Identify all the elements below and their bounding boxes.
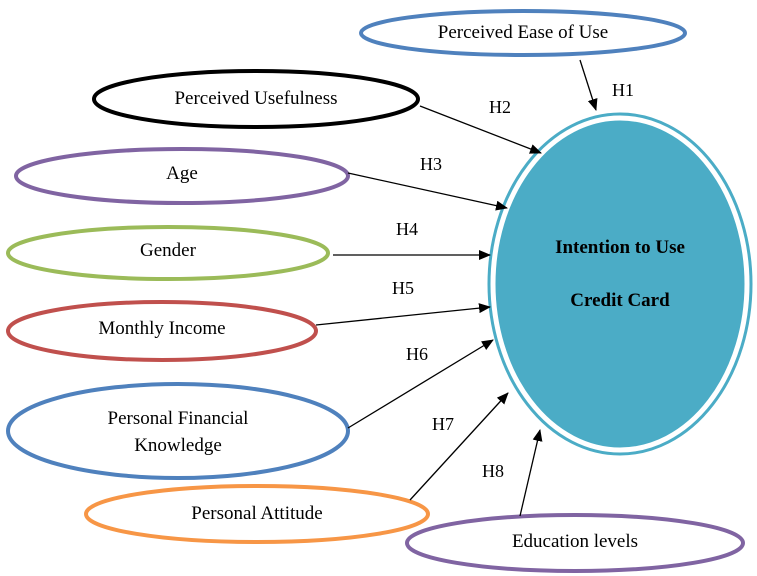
education-label: Education levels xyxy=(512,531,638,552)
ease-of-use-label: Perceived Ease of Use xyxy=(438,22,608,43)
hypothesis-h3: H3 xyxy=(420,154,442,174)
arrow-h3 xyxy=(347,172,508,211)
attitude-label: Personal Attitude xyxy=(191,503,322,524)
hypothesis-h5: H5 xyxy=(392,278,414,298)
income-label: Monthly Income xyxy=(98,318,225,339)
hypothesis-h1: H1 xyxy=(612,80,634,100)
factor-ease-of-use: Perceived Ease of Use xyxy=(359,9,687,57)
factor-education: Education levels xyxy=(405,513,745,573)
usefulness-label: Perceived Usefulness xyxy=(174,88,337,109)
arrow-h8 xyxy=(519,429,543,517)
arrows xyxy=(315,59,598,517)
factor-usefulness: Perceived Usefulness xyxy=(92,69,420,129)
age-label: Age xyxy=(166,163,198,184)
factor-gender: Gender xyxy=(6,225,330,281)
arrow-h5 xyxy=(315,303,491,326)
outcome-ellipse xyxy=(495,120,745,448)
arrow-h2 xyxy=(419,105,542,154)
hypothesis-h8: H8 xyxy=(482,461,504,481)
arrow-h7 xyxy=(409,392,509,501)
factor-knowledge: Personal Financial Knowledge xyxy=(6,382,350,480)
knowledge-label-line2: Knowledge xyxy=(134,435,222,456)
outcome-node: Intention to Use Credit Card xyxy=(487,112,753,456)
gender-label: Gender xyxy=(140,240,197,261)
hypothesis-h4: H4 xyxy=(396,219,418,239)
factor-age: Age xyxy=(14,147,350,205)
outcome-label-line2: Credit Card xyxy=(570,290,670,311)
hypothesis-h6: H6 xyxy=(406,344,428,364)
factor-attitude: Personal Attitude xyxy=(84,484,430,544)
arrow-h6 xyxy=(347,339,494,429)
knowledge-label-line1: Personal Financial xyxy=(108,408,249,429)
hypothesis-h7: H7 xyxy=(432,414,454,434)
outcome-label-line1: Intention to Use xyxy=(555,237,685,258)
arrow-h1 xyxy=(579,59,598,111)
factor-income: Monthly Income xyxy=(6,300,318,362)
hypothesis-h2: H2 xyxy=(489,97,511,117)
